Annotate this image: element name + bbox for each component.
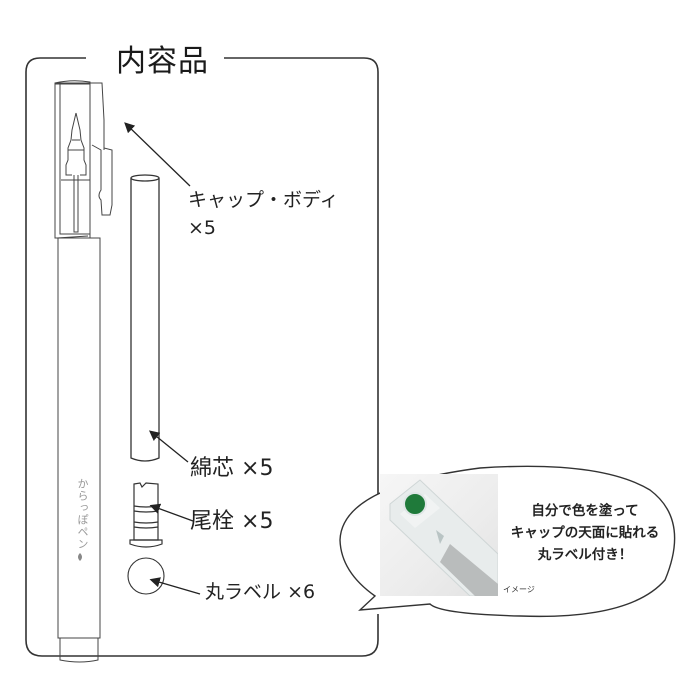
label-end-plug-qty: ×5: [241, 509, 274, 534]
label-cap-body: キャップ・ボディ ×5: [188, 186, 339, 242]
contents-frame: [25, 57, 379, 657]
label-round-label-qty: ×6: [287, 581, 316, 603]
callout-line-1: 自分で色を塗って: [531, 503, 639, 519]
label-cotton-core: 綿芯 ×5: [190, 455, 273, 483]
cap-label-photo: [380, 474, 498, 596]
end-plug-illustration: [129, 482, 163, 548]
pen-brand-text: からっぽペン: [76, 478, 89, 550]
leaf-icon: [78, 553, 82, 561]
callout-text: 自分で色を塗って キャップの天面に貼れる 丸ラベル付き！: [500, 500, 670, 566]
leader-arrows: [124, 122, 201, 595]
arrow-end-plug: [149, 503, 194, 522]
green-label-dot: [403, 492, 427, 516]
round-label-illustration: [127, 557, 165, 595]
label-round-label-name: 丸ラベル: [205, 581, 282, 603]
image-caption: イメージ: [503, 585, 535, 594]
cotton-core-illustration: [130, 174, 160, 462]
label-end-plug-name: 尾栓: [190, 509, 235, 534]
arrow-cotton-core: [148, 430, 189, 463]
label-cotton-core-qty: ×5: [241, 456, 274, 481]
page-title: 内容品: [106, 44, 219, 80]
pen-illustration: [54, 80, 113, 663]
label-cap-body-qty: ×5: [188, 217, 217, 239]
label-end-plug: 尾栓 ×5: [190, 508, 273, 536]
label-cotton-core-name: 綿芯: [190, 456, 235, 481]
label-round-label: 丸ラベル ×6: [205, 578, 315, 606]
arrow-cap-body: [124, 122, 191, 187]
label-cap-body-name: キャップ・ボディ: [188, 189, 339, 211]
callout-line-2: キャップの天面に貼れる: [510, 525, 660, 541]
arrow-round-label: [149, 577, 201, 595]
callout-line-3: 丸ラベル付き！: [537, 547, 633, 563]
